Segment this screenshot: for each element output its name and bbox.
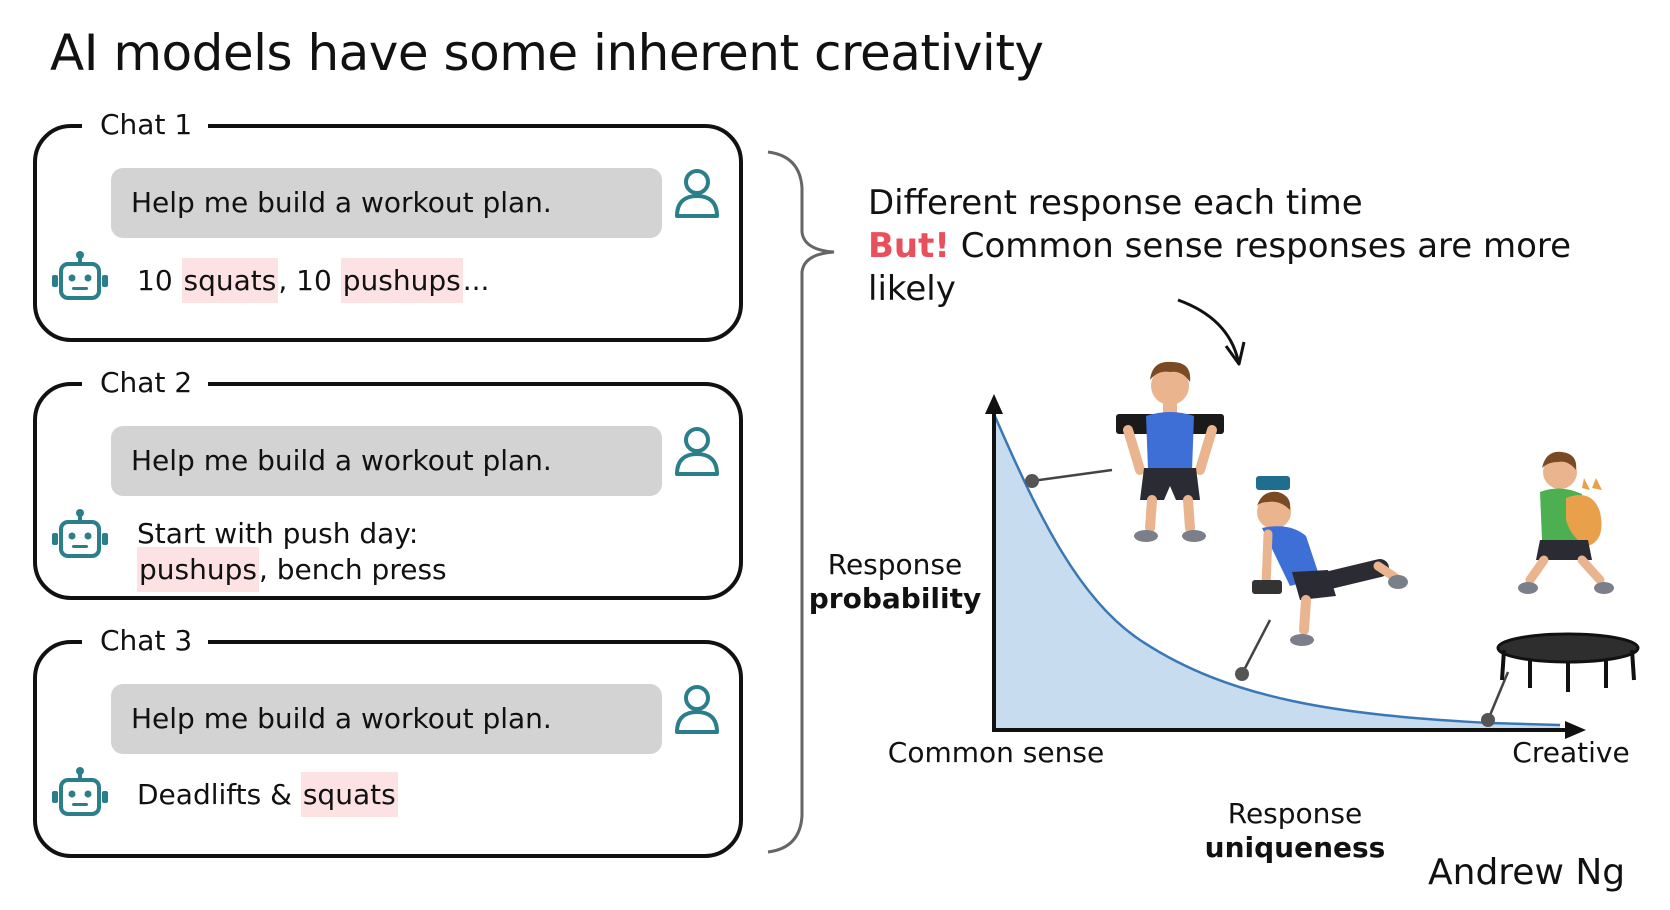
robot-icon bbox=[52, 509, 108, 558]
reply-text: Start with push day: bbox=[137, 517, 419, 550]
curve-point-middle bbox=[1235, 667, 1249, 681]
y-axis-label-top: Response bbox=[827, 548, 963, 581]
annotation-text: Different response each time But! Common… bbox=[868, 182, 1628, 311]
y-axis-label: Response probability bbox=[805, 548, 985, 616]
person-dumbbell-lunge bbox=[1252, 476, 1408, 646]
distribution-area bbox=[994, 414, 1560, 730]
user-icon bbox=[675, 427, 719, 476]
reply-text: , bench press bbox=[258, 553, 447, 586]
x-axis-label: Response uniqueness bbox=[1190, 797, 1400, 865]
slide-title: AI models have some inherent creativity bbox=[50, 24, 1044, 82]
assistant-reply: 10 squats, 10 pushups... bbox=[137, 258, 557, 303]
user-prompt-bubble: Help me build a workout plan. bbox=[111, 684, 662, 754]
assistant-reply: Start with push day: pushups, bench pres… bbox=[137, 516, 557, 592]
curved-arrow-icon bbox=[1177, 298, 1246, 366]
x-axis-label-top: Response bbox=[1227, 797, 1363, 830]
distribution-curve bbox=[992, 413, 1561, 727]
annotation-line-1: Different response each time bbox=[868, 183, 1363, 223]
curly-brace-icon bbox=[767, 150, 835, 854]
robot-icon bbox=[52, 767, 108, 816]
trampoline bbox=[1496, 632, 1640, 692]
chat-label: Chat 1 bbox=[82, 107, 209, 143]
user-icon bbox=[675, 685, 719, 734]
highlight-pushups: pushups bbox=[137, 547, 259, 592]
author-credit: Andrew Ng bbox=[1428, 852, 1626, 893]
reply-text: ... bbox=[462, 264, 490, 297]
y-axis-arrowhead bbox=[985, 394, 1003, 414]
curve-point-common bbox=[1025, 474, 1039, 488]
highlight-pushups: pushups bbox=[340, 258, 463, 303]
chat-panel-1: Chat 1 Help me build a workout plan. 10 … bbox=[33, 107, 743, 342]
highlight-squats: squats bbox=[181, 258, 279, 303]
reply-text: , 10 bbox=[278, 264, 341, 297]
reply-text: Deadlifts & bbox=[137, 778, 301, 811]
x-axis-left-label: Common sense bbox=[887, 736, 1105, 769]
robot-icon bbox=[52, 251, 108, 300]
assistant-reply: Deadlifts & squats bbox=[137, 772, 557, 817]
chat-panel-2: Chat 2 Help me build a workout plan. Sta… bbox=[33, 365, 743, 600]
reply-text: 10 bbox=[137, 264, 182, 297]
chat-label: Chat 3 bbox=[82, 623, 209, 659]
chat-label: Chat 2 bbox=[82, 365, 209, 401]
user-prompt-bubble: Help me build a workout plan. bbox=[111, 168, 662, 238]
annotation-line-2: Common sense responses are more likely bbox=[868, 226, 1572, 309]
annotation-but: But! bbox=[868, 226, 950, 266]
y-axis-label-bold: probability bbox=[808, 582, 982, 615]
x-axis-label-bold: uniqueness bbox=[1204, 831, 1386, 864]
user-prompt-bubble: Help me build a workout plan. bbox=[111, 426, 662, 496]
chat-panel-3: Chat 3 Help me build a workout plan. Dea… bbox=[33, 623, 743, 858]
x-axis-right-label: Creative bbox=[1512, 736, 1630, 769]
curve-point-creative bbox=[1481, 713, 1495, 727]
user-icon bbox=[675, 169, 719, 218]
person-holding-cat-jumping bbox=[1518, 451, 1614, 594]
person-curling-dumbbells bbox=[1116, 361, 1224, 542]
x-axis-arrowhead bbox=[1565, 721, 1586, 739]
highlight-squats: squats bbox=[300, 772, 398, 817]
